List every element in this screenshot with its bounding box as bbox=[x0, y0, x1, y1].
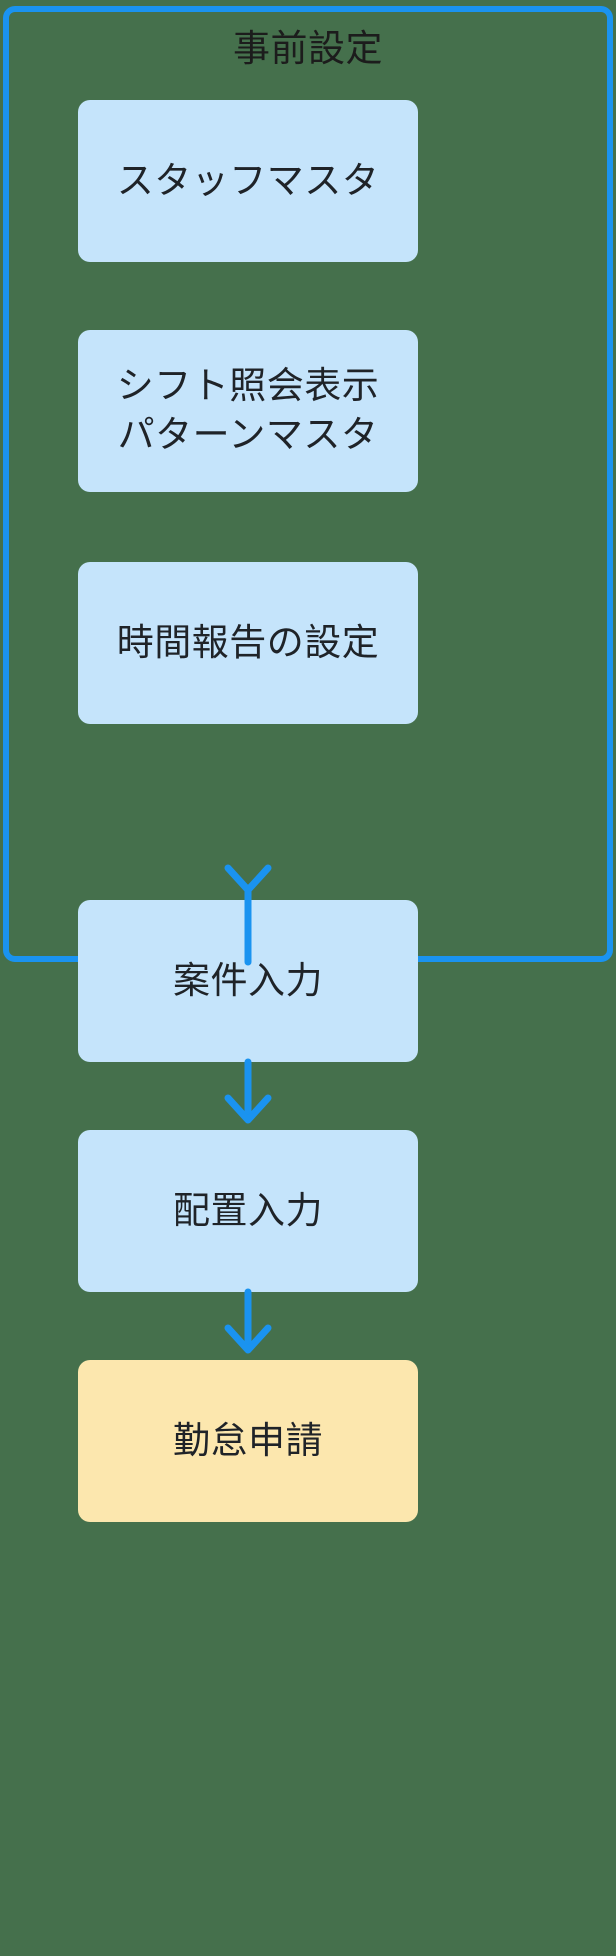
node-shift-pattern-master-label: シフト照会表示 パターンマスタ bbox=[78, 362, 418, 460]
node-time-report-settings[interactable]: 時間報告の設定 bbox=[78, 562, 418, 724]
node-time-report-settings-label: 時間報告の設定 bbox=[116, 620, 380, 664]
node-shift-pattern-master-line1: シフト照会表示 bbox=[116, 364, 380, 408]
arrowhead-down-icon bbox=[224, 1324, 272, 1354]
connector-case-to-assignment bbox=[224, 1058, 272, 1124]
node-attendance-application[interactable]: 勤怠申請 bbox=[78, 1360, 418, 1522]
node-staff-master-label: スタッフマスタ bbox=[116, 158, 380, 202]
node-shift-pattern-master[interactable]: シフト照会表示 パターンマスタ bbox=[78, 330, 418, 492]
node-case-input[interactable]: 案件入力 bbox=[78, 900, 418, 1062]
group-title-pre-settings: 事前設定 bbox=[233, 27, 383, 70]
node-case-input-label: 案件入力 bbox=[173, 958, 323, 1002]
connector-assignment-to-attendance bbox=[224, 1288, 272, 1354]
node-shift-pattern-master-line2: パターンマスタ bbox=[117, 413, 379, 456]
node-staff-master[interactable]: スタッフマスタ bbox=[78, 100, 418, 262]
node-attendance-application-label: 勤怠申請 bbox=[173, 1418, 323, 1462]
arrowhead-down-icon bbox=[224, 1094, 272, 1124]
node-assignment-input[interactable]: 配置入力 bbox=[78, 1130, 418, 1292]
node-assignment-input-label: 配置入力 bbox=[173, 1188, 323, 1232]
